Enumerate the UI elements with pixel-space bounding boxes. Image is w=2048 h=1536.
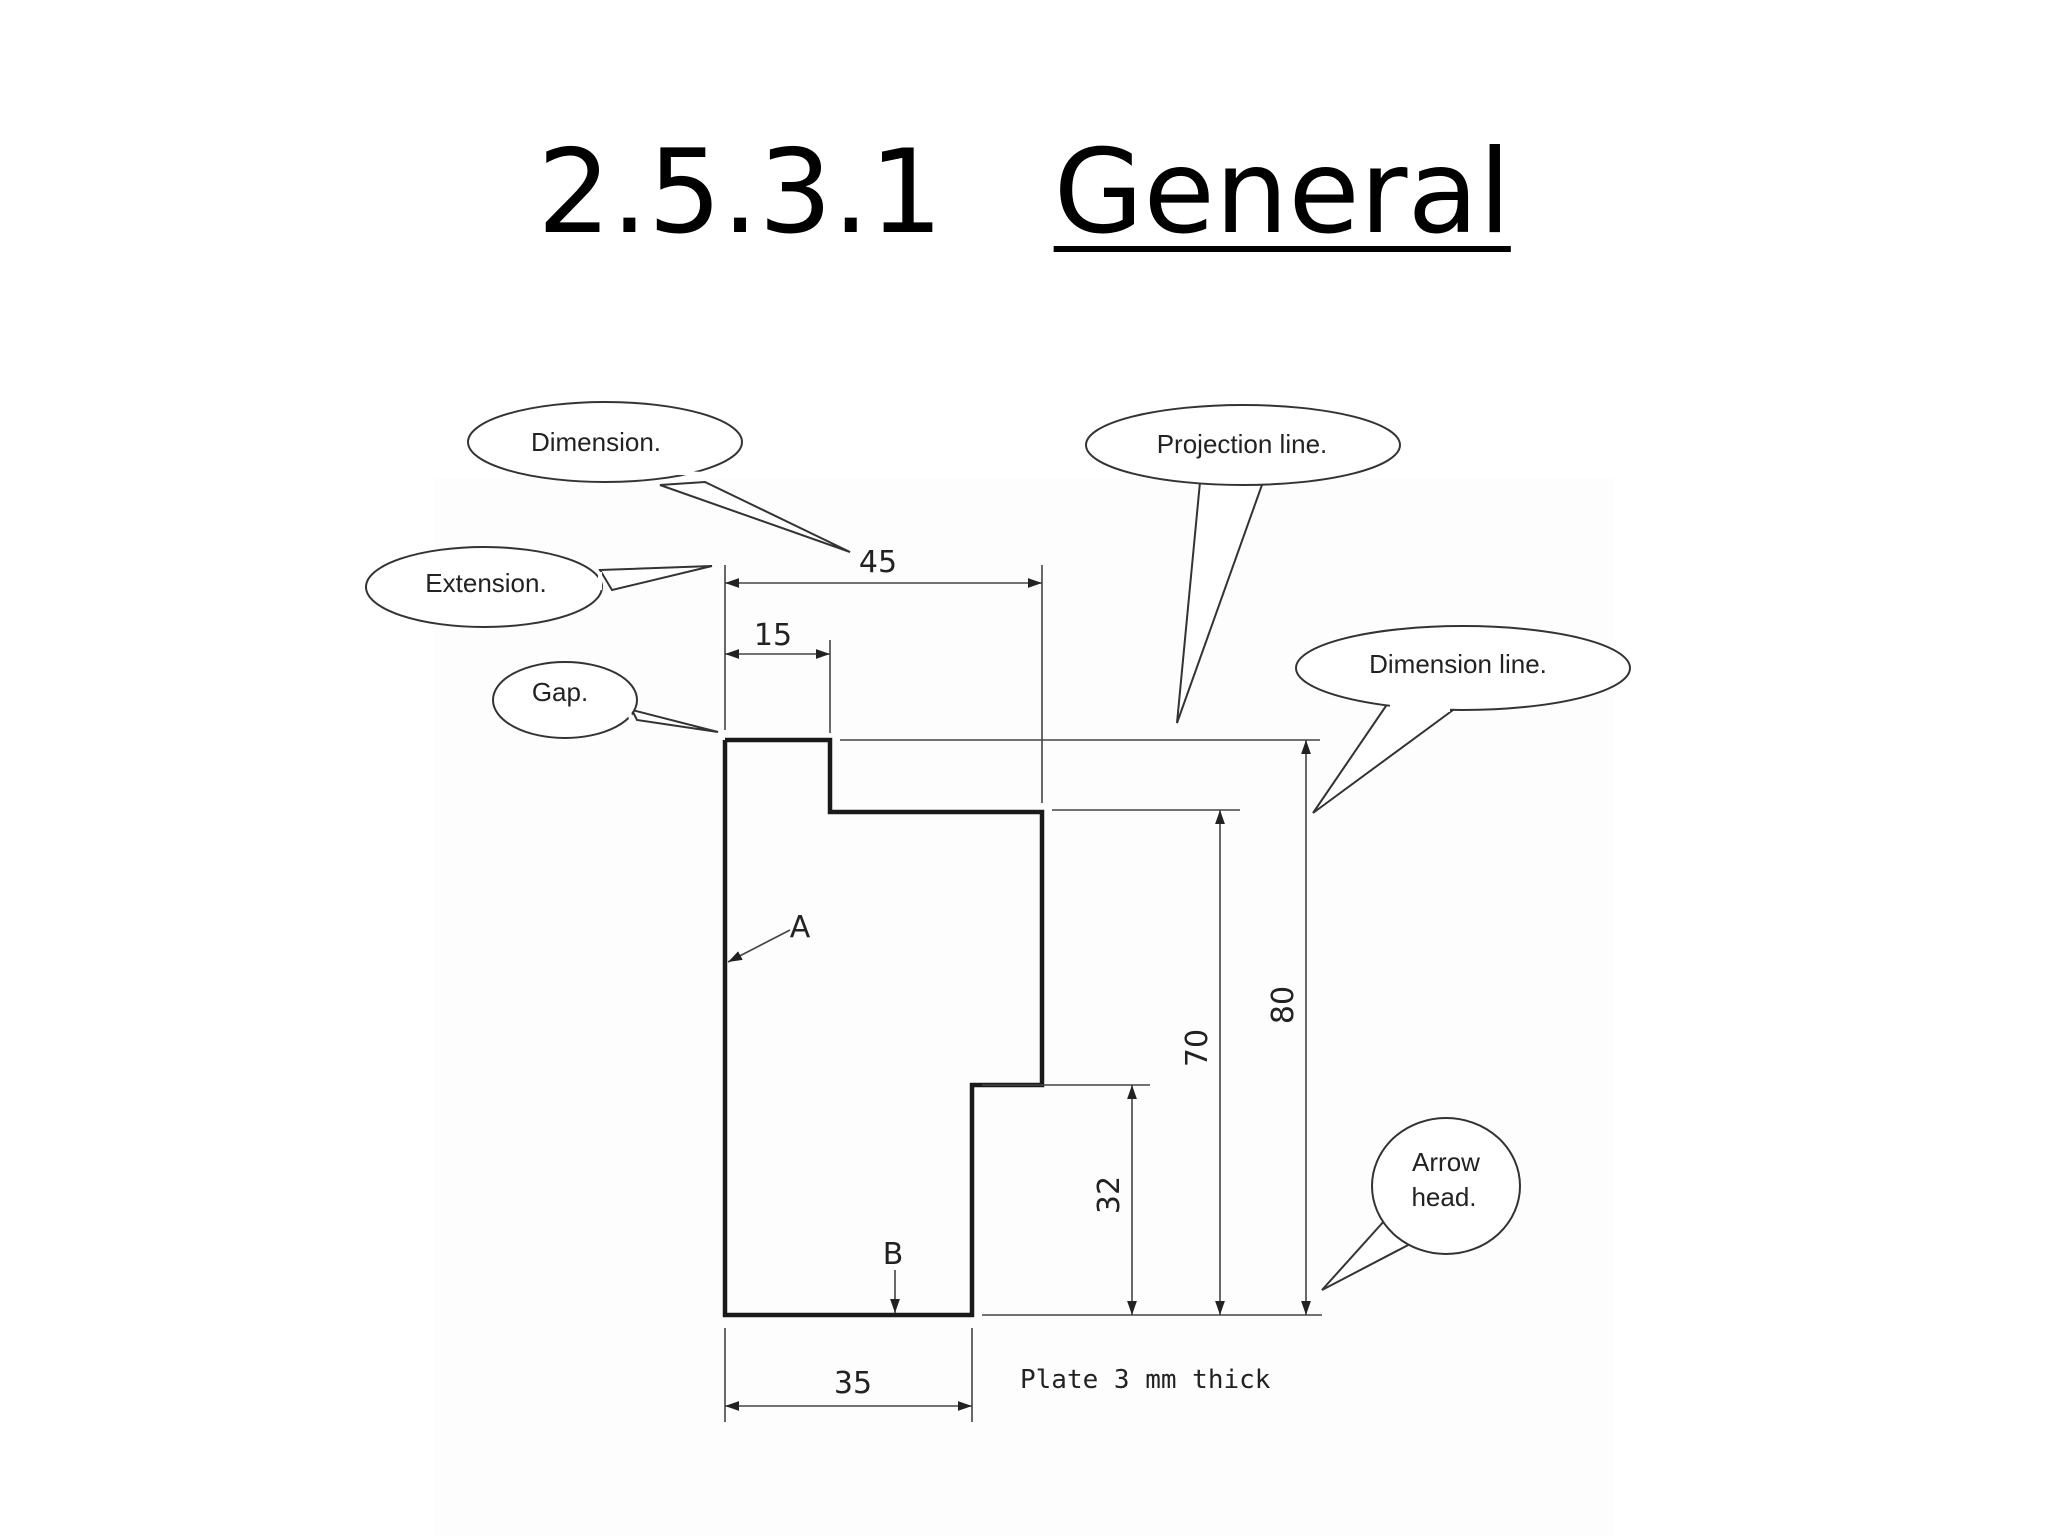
slide-title: 2.5.3.1 General — [0, 118, 2048, 268]
callout-dimension-line-text: Dimension line. — [1369, 649, 1547, 679]
leader-a — [727, 929, 791, 963]
dim-35-label: 35 — [834, 1366, 872, 1401]
callout-projection-line: Projection line. — [1085, 404, 1401, 724]
edge-label-b: B — [883, 1237, 904, 1272]
edge-label-a: A — [790, 910, 811, 945]
callout-gap: Gap. — [492, 661, 719, 739]
callout-projection-line-text: Projection line. — [1157, 429, 1328, 459]
callout-arrow-head-text-line1: Arrow — [1412, 1147, 1480, 1177]
callout-dimension: Dimension. — [467, 401, 851, 553]
extension-lines — [724, 565, 1322, 1422]
dim-15-label: 15 — [754, 618, 792, 653]
part-outline — [722, 737, 1045, 1318]
dim-32-label: 32 — [1092, 1176, 1127, 1214]
callout-arrow-head-text-line2: head. — [1411, 1182, 1476, 1212]
callout-arrow-head: Arrow head. — [1321, 1117, 1521, 1291]
section-number: 2.5.3.1 — [537, 125, 944, 260]
dim-70-label: 70 — [1180, 1029, 1215, 1067]
callout-extension: Extension. — [365, 546, 713, 628]
dim-45-label: 45 — [859, 545, 897, 580]
callout-extension-text: Extension. — [425, 568, 546, 598]
plate-note: Plate 3 mm thick — [1020, 1365, 1271, 1395]
callout-dimension-text: Dimension. — [531, 427, 661, 457]
callout-gap-text: Gap. — [532, 677, 588, 707]
section-heading: General — [1053, 125, 1511, 260]
callout-dimension-line: Dimension line. — [1295, 625, 1631, 814]
dim-80-label: 80 — [1266, 986, 1301, 1024]
